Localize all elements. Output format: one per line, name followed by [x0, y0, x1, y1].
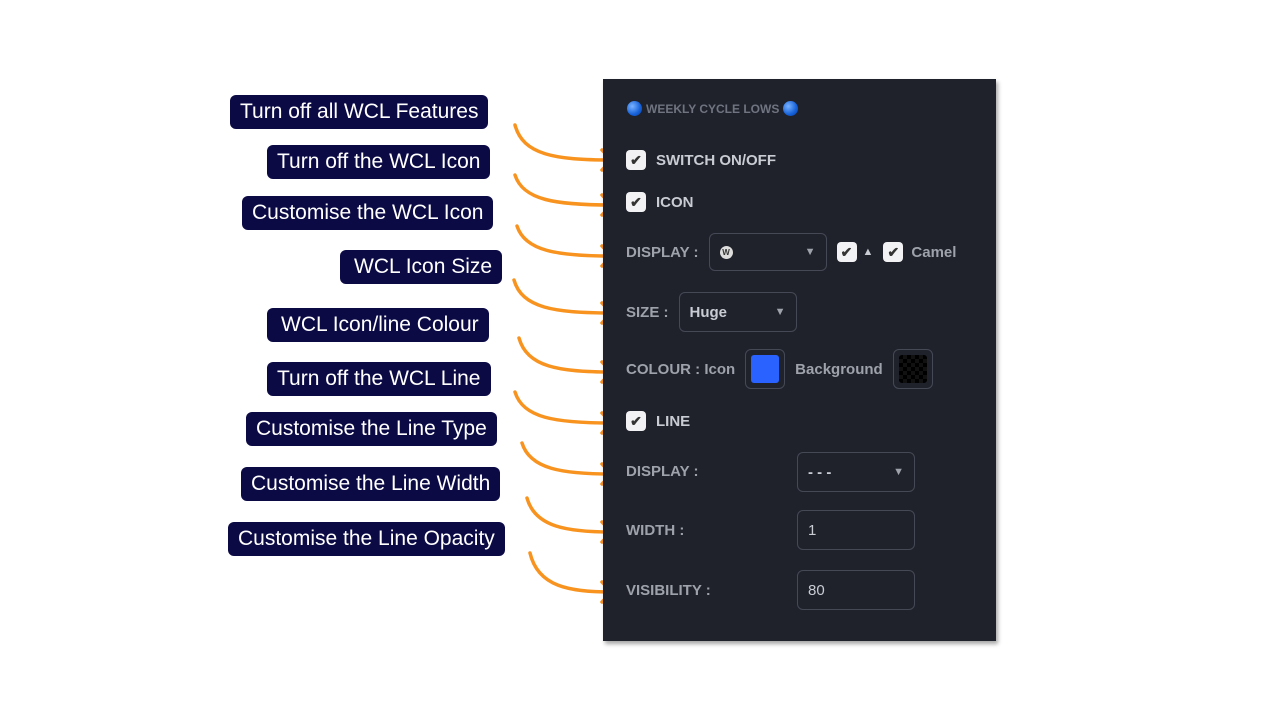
arrow-0 — [513, 123, 614, 162]
callout-icon-display: Customise the WCL Icon — [242, 196, 494, 230]
icon-label: ICON — [656, 193, 694, 211]
visibility-value: 80 — [808, 581, 825, 599]
arrow-1 — [513, 173, 614, 207]
arrow-2 — [515, 224, 614, 258]
panel-title-text: WEEKLY CYCLE LOWS — [646, 101, 780, 116]
callout-line: Turn off the WCL Line — [267, 362, 491, 396]
size-label: SIZE : — [626, 303, 669, 321]
line-label: LINE — [656, 412, 691, 430]
callout-switch: Turn off all WCL Features — [230, 95, 489, 129]
arrow-3 — [512, 278, 614, 315]
triangle-icon: ▲ — [862, 246, 874, 258]
colour-label: COLOUR : Icon — [626, 360, 736, 378]
arrow-7 — [525, 496, 614, 534]
callout-line-opacity: Customise the Line Opacity — [228, 522, 505, 556]
line-display-label: DISPLAY : — [626, 463, 699, 480]
arrow-8 — [528, 551, 614, 594]
chevron-down-icon: ▼ — [804, 246, 816, 258]
icon-display-select[interactable]: W ▼ — [708, 233, 827, 271]
display-row: DISPLAY : W ▼ ✔ ▲ ✔ Camel — [626, 233, 956, 271]
switch-label: SWITCH ON/OFF — [656, 151, 776, 169]
camel-label: Camel — [911, 243, 957, 261]
callout-line-type: Customise the Line Type — [246, 412, 497, 446]
callout-colour: WCL Icon/line Colour — [267, 308, 489, 342]
width-label: WIDTH : — [626, 522, 685, 539]
icon-row: ✔ ICON — [626, 192, 694, 212]
callout-icon: Turn off the WCL Icon — [267, 145, 491, 179]
display-label: DISPLAY : — [626, 243, 699, 261]
wcl-settings-panel: WEEKLY CYCLE LOWS ✔ SWITCH ON/OFF ✔ ICON… — [603, 79, 996, 641]
size-value: Huge — [689, 303, 728, 321]
line-checkbox[interactable]: ✔ — [626, 411, 646, 431]
colour-row: COLOUR : Icon Background — [626, 349, 933, 389]
triangle-checkbox[interactable]: ✔ — [836, 242, 857, 262]
background-label: Background — [795, 360, 883, 378]
camel-checkbox[interactable]: ✔ — [883, 242, 904, 262]
background-colour-swatch[interactable] — [892, 349, 933, 389]
background-colour-fill — [898, 355, 927, 383]
visibility-label: VISIBILITY : — [626, 582, 711, 599]
line-type-value: - - - — [808, 463, 832, 481]
callout-line-width: Customise the Line Width — [241, 467, 501, 501]
line-row: ✔ LINE — [626, 411, 690, 431]
size-row: SIZE : Huge ▼ — [626, 292, 797, 332]
width-input[interactable]: 1 — [797, 510, 915, 550]
visibility-input[interactable]: 80 — [797, 570, 915, 610]
chevron-down-icon: ▼ — [774, 306, 786, 318]
panel-title: WEEKLY CYCLE LOWS — [627, 101, 799, 116]
blue-circle-icon — [627, 101, 642, 116]
line-type-select[interactable]: - - - ▼ — [797, 452, 915, 492]
icon-colour-fill — [751, 355, 780, 383]
size-select[interactable]: Huge ▼ — [678, 292, 797, 332]
callout-icon-size: WCL Icon Size — [340, 250, 503, 284]
switch-row: ✔ SWITCH ON/OFF — [626, 150, 776, 170]
arrow-6 — [520, 441, 614, 476]
icon-colour-swatch[interactable] — [745, 349, 786, 389]
icon-glyph: W — [719, 245, 733, 259]
chevron-down-icon: ▼ — [893, 466, 904, 478]
arrow-5 — [513, 390, 614, 425]
arrow-4 — [517, 336, 614, 374]
width-value: 1 — [808, 521, 817, 539]
switch-checkbox[interactable]: ✔ — [626, 150, 646, 170]
blue-circle-icon — [783, 101, 799, 116]
icon-checkbox[interactable]: ✔ — [626, 192, 646, 212]
